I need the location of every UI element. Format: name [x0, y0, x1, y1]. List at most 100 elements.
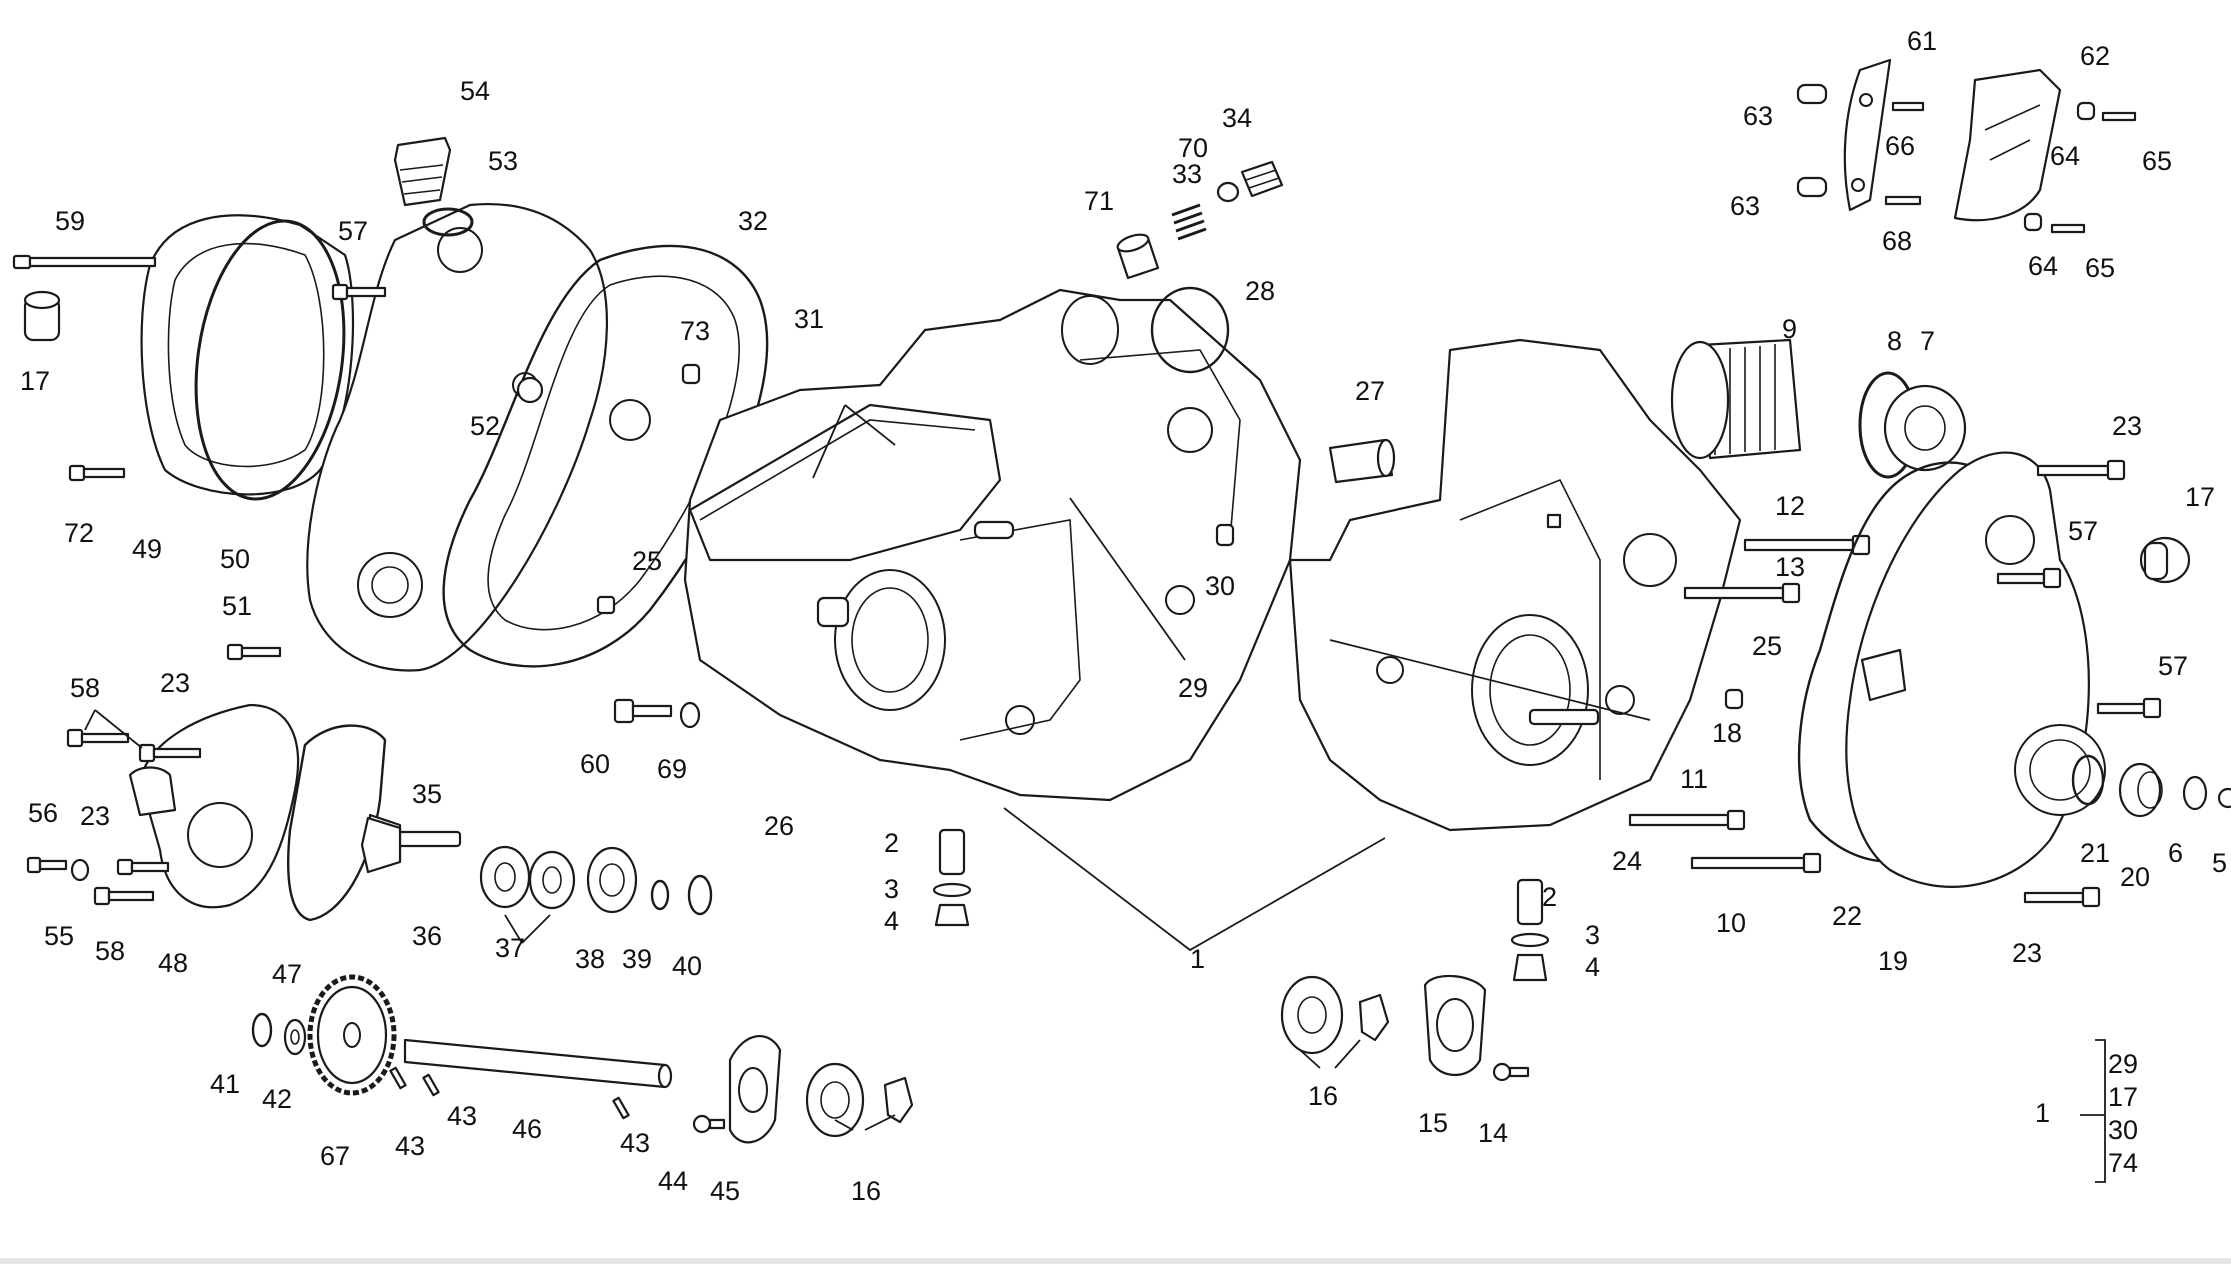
- callout-57: 57: [338, 216, 368, 246]
- callout-18: 18: [1712, 718, 1742, 748]
- callout-8: 8: [1887, 326, 1902, 356]
- callout-12: 12: [1775, 491, 1805, 521]
- screws-66-68: [1884, 101, 1925, 206]
- plug-20: [2118, 762, 2163, 818]
- circlip-40: [687, 874, 713, 916]
- callout-58: 58: [70, 673, 100, 703]
- callout-17: 17: [2185, 482, 2215, 512]
- flange-15: [1423, 974, 1487, 1076]
- plug-17-left: [23, 290, 61, 342]
- callout-42: 42: [262, 1084, 292, 1114]
- callout-67: 67: [320, 1141, 350, 1171]
- seal-21: [2071, 754, 2105, 806]
- footer-bar: [0, 1258, 2231, 1264]
- callout-58: 58: [95, 936, 125, 966]
- bracket-61: [1843, 58, 1892, 212]
- callout-69: 69: [657, 754, 687, 784]
- callout-19: 19: [1878, 946, 1908, 976]
- callout-25: 25: [632, 546, 662, 576]
- callout-49: 49: [132, 534, 162, 564]
- shaft-24: [1528, 708, 1600, 726]
- callout-2: 2: [1542, 882, 1557, 912]
- leader-lines: [84, 404, 2106, 1183]
- callout-20: 20: [2120, 862, 2150, 892]
- callout-23: 23: [2012, 938, 2042, 968]
- callout-73: 73: [680, 316, 710, 346]
- callout-64: 64: [2028, 251, 2058, 281]
- bolts-58-upper: [66, 728, 202, 763]
- callout-53: 53: [488, 146, 518, 176]
- bolt-12: [1743, 534, 1871, 556]
- oil-filter-9: [1670, 338, 1802, 460]
- bolt-58-lower: [93, 886, 155, 906]
- plug-17-right: [2139, 536, 2191, 584]
- callout-35: 35: [412, 779, 442, 809]
- callout-10: 10: [1716, 908, 1746, 938]
- callout-17: 17: [20, 366, 50, 396]
- callout-23: 23: [2112, 411, 2142, 441]
- plug-4-right: [1512, 953, 1548, 982]
- pump-gasket-47: [287, 724, 387, 922]
- clutch-cover-51: [306, 203, 608, 672]
- callout-45: 45: [710, 1176, 740, 1206]
- callout-36: 36: [412, 921, 442, 951]
- callout-1: 1: [1190, 944, 1205, 974]
- water-pump-cover-48: [128, 703, 300, 909]
- bolt-44: [692, 1114, 726, 1134]
- callout-43: 43: [395, 1131, 425, 1161]
- callout-15: 15: [1418, 1108, 1448, 1138]
- callout-21: 21: [2080, 838, 2110, 868]
- plug-4-left: [934, 903, 970, 927]
- callout-16: 16: [1308, 1081, 1338, 1111]
- callout-11: 11: [1680, 764, 1708, 794]
- kit-legend-item: 30: [2108, 1115, 2138, 1145]
- side-cover-19: [1845, 451, 2106, 888]
- callout-33: 33: [1172, 159, 1202, 189]
- callout-37: 37: [495, 933, 525, 963]
- callout-4: 4: [1585, 952, 1600, 982]
- callout-52: 52: [470, 411, 500, 441]
- oil-pump-rotor-16-lower: [805, 1062, 914, 1138]
- dowel-52: [516, 376, 544, 404]
- callout-24: 24: [1612, 846, 1642, 876]
- callout-51: 51: [222, 591, 252, 621]
- callout-50: 50: [220, 544, 250, 574]
- callout-26: 26: [764, 811, 794, 841]
- callout-38: 38: [575, 944, 605, 974]
- kit-legend-item: 29: [2108, 1049, 2138, 1079]
- callout-28: 28: [1245, 276, 1275, 306]
- callout-6: 6: [2168, 838, 2183, 868]
- callout-47: 47: [272, 959, 302, 989]
- bolt-56: [26, 856, 68, 874]
- washer-3-left: [932, 882, 972, 898]
- callout-4: 4: [884, 906, 899, 936]
- bolt-60: [613, 698, 673, 724]
- plug-34: [1240, 160, 1284, 198]
- bolt-72: [68, 464, 126, 482]
- bearings-37: [479, 845, 576, 910]
- gear-67: [307, 974, 397, 1096]
- callout-54: 54: [460, 76, 490, 106]
- callout-63: 63: [1743, 101, 1773, 131]
- callout-40: 40: [672, 951, 702, 981]
- callout-labels: 1 2 2 3 3 4 4 5 6 7 8 9 10 11 12 13 14 1…: [20, 26, 2227, 1206]
- bolt-14: [1492, 1062, 1530, 1082]
- piston-71: [1116, 233, 1160, 280]
- callout-60: 60: [580, 749, 610, 779]
- callout-55: 55: [44, 921, 74, 951]
- washer-3-right: [1510, 932, 1550, 948]
- bolt-59: [12, 254, 157, 270]
- flange-45: [728, 1034, 782, 1144]
- callout-5: 5: [2212, 848, 2227, 878]
- kit-legend-item: 74: [2108, 1148, 2138, 1178]
- callout-62: 62: [2080, 41, 2110, 71]
- callout-2: 2: [884, 828, 899, 858]
- bolt-11: [1628, 809, 1746, 831]
- bolt-23-right-top: [2036, 459, 2126, 481]
- callout-63: 63: [1730, 191, 1760, 221]
- callout-3: 3: [884, 874, 899, 904]
- outer-clutch-cover-49: [140, 214, 355, 496]
- bearing-38: [586, 846, 638, 914]
- callout-29: 29: [1178, 673, 1208, 703]
